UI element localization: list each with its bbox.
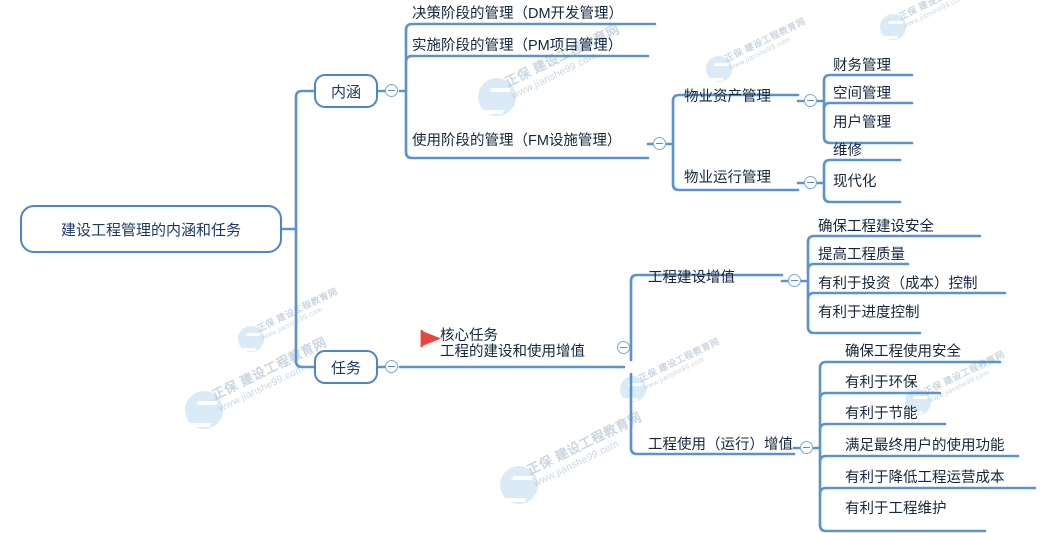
zhengbao-z-logo-icon xyxy=(185,391,223,429)
branch-node-neihan[interactable]: 内涵 xyxy=(314,74,378,108)
watermark-text: 正保 建设工程教育网 www.jianshe99.com xyxy=(523,406,650,489)
watermark-text: 正保 建设工程教育网 www.jianshe99.com xyxy=(722,14,811,72)
collapse-minus-icon[interactable] xyxy=(804,176,817,189)
topic-schedule-control[interactable]: 有利于进度控制 xyxy=(818,305,920,321)
watermark-text: 正保 建设工程教育网 www.jianshe99.com xyxy=(501,18,628,101)
watermark-url: www.jianshe99.com xyxy=(260,306,324,342)
root-node[interactable]: 建设工程管理的内涵和任务 xyxy=(20,205,282,253)
zhengbao-z-logo-icon xyxy=(880,14,906,40)
collapse-minus-icon[interactable] xyxy=(653,137,666,150)
watermark-url: www.jianshe99.com xyxy=(728,36,792,72)
watermark-url: www.jianshe99.com xyxy=(902,0,966,30)
topic-decision-phase[interactable]: 决策阶段的管理（DM开发管理） xyxy=(412,6,624,22)
topic-property-operation-management[interactable]: 物业运行管理 xyxy=(684,170,771,186)
topic-financial-management[interactable]: 财务管理 xyxy=(833,58,891,74)
branch-node-renwu-label: 任务 xyxy=(330,359,361,377)
branch-node-neihan-label: 内涵 xyxy=(330,83,361,101)
topic-environmental-protection[interactable]: 有利于环保 xyxy=(845,375,918,391)
watermark-brand: 正保 建设工程教育网 xyxy=(637,336,722,384)
topic-core-task[interactable]: 核心任务 工程的建设和使用增值 xyxy=(440,328,585,361)
topic-modernization[interactable]: 现代化 xyxy=(833,174,877,190)
collapse-minus-icon[interactable] xyxy=(788,274,801,287)
topic-improve-quality[interactable]: 提高工程质量 xyxy=(818,247,905,263)
topic-space-management[interactable]: 空间管理 xyxy=(833,86,891,102)
zhengbao-z-logo-icon xyxy=(706,56,732,82)
topic-project-maintenance[interactable]: 有利于工程维护 xyxy=(845,501,947,517)
topic-ensure-usage-safety[interactable]: 确保工程使用安全 xyxy=(845,344,961,360)
collapse-minus-icon[interactable] xyxy=(385,360,398,373)
collapse-minus-icon[interactable] xyxy=(804,94,817,107)
topic-implementation-phase[interactable]: 实施阶段的管理（PM项目管理） xyxy=(412,38,623,54)
collapse-minus-icon[interactable] xyxy=(617,341,630,354)
watermark-text: 正保 建设工程教育网 www.jianshe99.com xyxy=(896,0,985,30)
watermark-brand: 正保 建设工程教育网 xyxy=(524,409,645,478)
watermark-brand: 正保 建设工程教育网 xyxy=(209,334,330,403)
watermark-brand: 正保 建设工程教育网 xyxy=(896,0,981,23)
collapse-minus-icon[interactable] xyxy=(385,84,398,97)
zhengbao-z-logo-icon xyxy=(500,466,538,504)
topic-end-user-function[interactable]: 满足最终用户的使用功能 xyxy=(845,438,1005,454)
watermark-url: www.jianshe99.com xyxy=(531,438,621,490)
topic-energy-saving[interactable]: 有利于节能 xyxy=(845,406,918,422)
collapse-minus-icon[interactable] xyxy=(800,441,813,454)
watermark-url: www.jianshe99.com xyxy=(642,356,706,392)
watermark-text: 正保 建设工程教育网 www.jianshe99.com xyxy=(254,284,343,342)
watermark-brand: 正保 建设工程教育网 xyxy=(723,16,808,64)
branch-node-renwu[interactable]: 任务 xyxy=(314,350,378,384)
topic-core-task-line1: 核心任务 xyxy=(440,328,498,344)
root-node-label: 建设工程管理的内涵和任务 xyxy=(60,221,241,239)
watermark-url: www.jianshe99.com xyxy=(927,369,991,405)
topic-construction-value-add[interactable]: 工程建设增值 xyxy=(648,270,735,286)
topic-investment-cost-control[interactable]: 有利于投资（成本）控制 xyxy=(818,276,978,292)
zhengbao-z-logo-icon xyxy=(620,376,646,402)
topic-reduce-operating-cost[interactable]: 有利于降低工程运营成本 xyxy=(845,470,1005,486)
zhengbao-z-logo-icon xyxy=(478,78,516,116)
zhengbao-z-logo-icon xyxy=(238,326,264,352)
topic-core-task-line2: 工程的建设和使用增值 xyxy=(440,343,585,360)
topic-property-asset-management[interactable]: 物业资产管理 xyxy=(684,89,771,105)
topic-ensure-construction-safety[interactable]: 确保工程建设安全 xyxy=(818,219,934,235)
topic-usage-phase[interactable]: 使用阶段的管理（FM设施管理） xyxy=(412,133,622,149)
topic-user-management[interactable]: 用户管理 xyxy=(833,115,891,131)
topic-operation-value-add[interactable]: 工程使用（运行）增值 xyxy=(648,437,793,453)
watermark-text: 正保 建设工程教育网 www.jianshe99.com xyxy=(636,334,725,392)
topic-maintenance[interactable]: 维修 xyxy=(833,143,862,159)
watermark-brand: 正保 建设工程教育网 xyxy=(255,286,340,334)
red-flag-marker xyxy=(420,330,441,347)
